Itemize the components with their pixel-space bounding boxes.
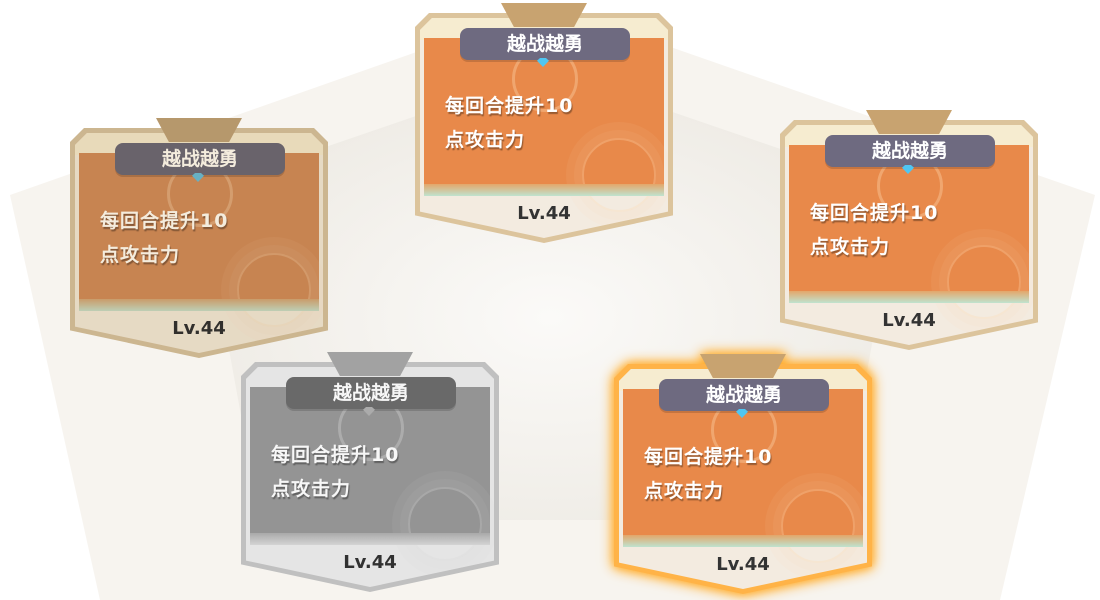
card-tab xyxy=(327,352,413,376)
gem-icon xyxy=(902,165,914,174)
skill-description: 每回合提升10 点攻击力 xyxy=(810,196,1020,264)
description-line: 点攻击力 xyxy=(644,480,725,502)
skill-title: 越战越勇 xyxy=(659,379,829,411)
skill-level: Lv.44 xyxy=(343,552,397,573)
card-tab xyxy=(156,118,242,142)
skill-card-top[interactable]: 越战越勇 每回合提升10 点攻击力 Lv.44 xyxy=(415,3,673,243)
waves-decoration xyxy=(781,489,855,563)
card-tab xyxy=(700,354,786,378)
card-tab xyxy=(866,110,952,134)
waves-decoration xyxy=(408,487,482,561)
skill-title: 越战越勇 xyxy=(460,28,630,60)
description-line: 每回合提升10 xyxy=(271,444,400,466)
skill-card-bottom-right-selected[interactable]: 越战越勇 每回合提升10 点攻击力 Lv.44 xyxy=(614,354,872,594)
skill-level: Lv.44 xyxy=(172,318,226,339)
skill-description: 每回合提升10 点攻击力 xyxy=(644,440,854,508)
skill-card-right[interactable]: 越战越勇 每回合提升10 点攻击力 Lv.44 xyxy=(780,110,1038,350)
skill-description: 每回合提升10 点攻击力 xyxy=(100,204,310,272)
description-line: 每回合提升10 xyxy=(445,95,574,117)
skill-title: 越战越勇 xyxy=(286,377,456,409)
waves-decoration xyxy=(237,253,311,327)
skill-title: 越战越勇 xyxy=(825,135,995,167)
description-line: 每回合提升10 xyxy=(810,202,939,224)
waves-decoration xyxy=(947,245,1021,319)
skill-level: Lv.44 xyxy=(716,554,770,575)
skill-description: 每回合提升10 点攻击力 xyxy=(271,438,481,506)
card-tab xyxy=(501,3,587,27)
skill-level: Lv.44 xyxy=(517,203,571,224)
description-line: 点攻击力 xyxy=(100,244,181,266)
gem-icon xyxy=(363,407,375,416)
skill-title: 越战越勇 xyxy=(115,143,285,175)
description-line: 点攻击力 xyxy=(810,236,891,258)
waves-decoration xyxy=(582,138,656,212)
skill-description: 每回合提升10 点攻击力 xyxy=(445,89,655,157)
skill-level: Lv.44 xyxy=(882,310,936,331)
gem-icon xyxy=(537,58,549,67)
description-line: 每回合提升10 xyxy=(100,210,229,232)
description-line: 每回合提升10 xyxy=(644,446,773,468)
skill-card-left[interactable]: 越战越勇 每回合提升10 点攻击力 Lv.44 xyxy=(70,118,328,358)
description-line: 点攻击力 xyxy=(271,478,352,500)
skill-card-bottom-left-locked[interactable]: 越战越勇 每回合提升10 点攻击力 Lv.44 xyxy=(241,352,499,592)
description-line: 点攻击力 xyxy=(445,129,526,151)
gem-icon xyxy=(736,409,748,418)
gem-icon xyxy=(192,173,204,182)
